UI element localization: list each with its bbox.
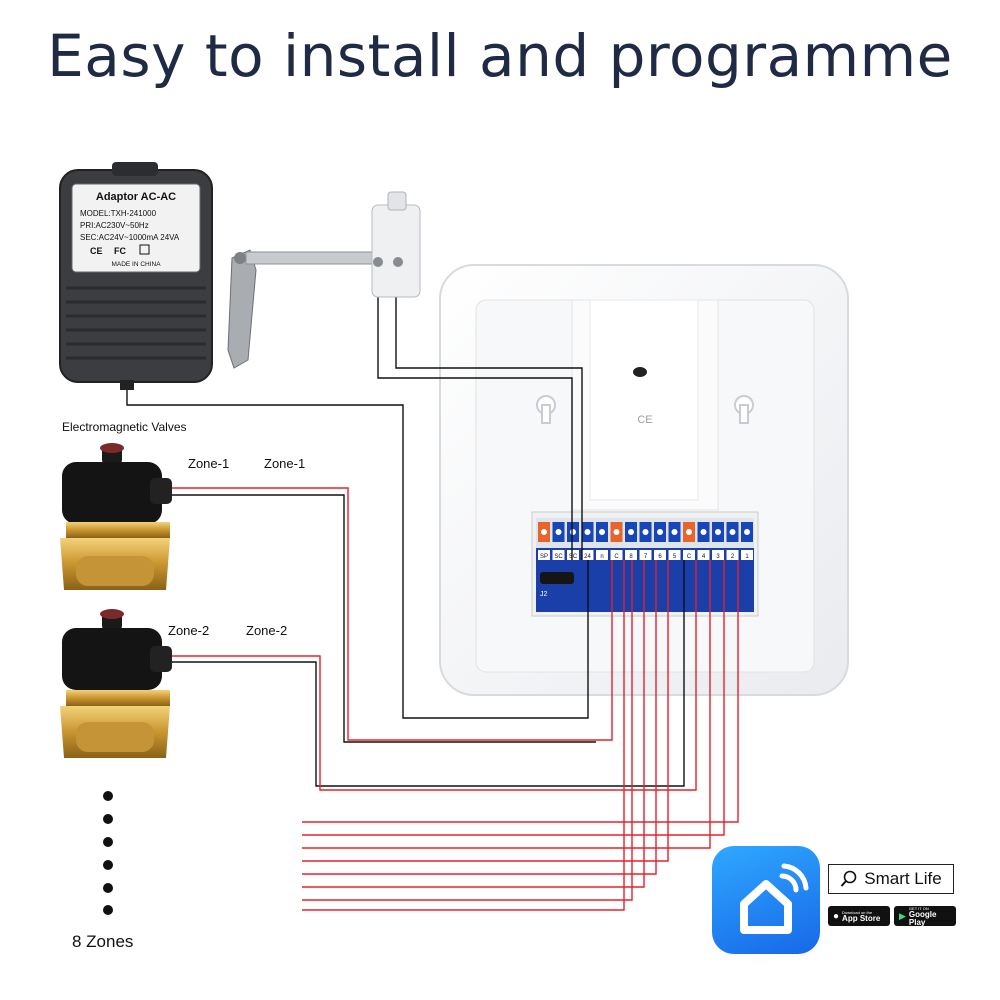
smart-life-app-icon[interactable] <box>712 846 820 954</box>
ce-mark-adaptor: CE <box>90 246 103 256</box>
terminal-screw-head <box>671 529 678 535</box>
red-wires <box>172 487 739 911</box>
terminal-label-bg <box>697 550 710 560</box>
fcc-mark-adaptor: FC <box>114 246 126 256</box>
terminal-label: SC <box>554 554 563 560</box>
terminal-label-bg <box>741 550 753 560</box>
terminal-screw-head <box>541 529 547 535</box>
mount-hole <box>633 367 647 377</box>
ac-adaptor: Adaptor AC-AC MODEL:TXH-241000 PRI:AC230… <box>59 162 213 390</box>
search-icon <box>841 870 857 887</box>
terminal-screw-head <box>729 529 736 535</box>
app-store-small-text: Download on the <box>842 909 873 915</box>
terminal-label-bg <box>610 550 623 560</box>
terminal-label: 1 <box>745 554 749 560</box>
app-store-big-text: App Store <box>842 913 881 923</box>
terminal-label: C <box>614 554 619 560</box>
adaptor-heading: Adaptor AC-AC <box>96 191 176 203</box>
terminal-label-bg <box>552 550 565 560</box>
solenoid-valve-1 <box>60 443 172 590</box>
zone1-label-wire: Zone-1 <box>264 456 306 471</box>
solenoid-valve-2 <box>60 609 172 758</box>
terminal-label-bg <box>538 550 550 560</box>
zone2-label-wire: Zone-2 <box>246 623 288 638</box>
terminal-label: 7 <box>644 554 648 560</box>
page-title: Easy to install and programme <box>47 22 953 90</box>
terminal-screw-head <box>613 529 620 535</box>
terminal-label: SC <box>569 554 578 560</box>
terminal-label: 24 <box>584 554 591 560</box>
terminal-label-bg <box>726 550 739 560</box>
controller-back-panel: CE SP SC SC 24 n C 8 7 6 5 C 4 3 2 1 J2 <box>439 264 849 696</box>
google-play-big-text: Google Play <box>908 909 937 927</box>
terminal-screw-head <box>555 529 562 535</box>
terminal-screw-head <box>628 529 634 535</box>
zones-count-label: 8 Zones <box>72 932 134 951</box>
terminal-screw-head <box>657 529 663 535</box>
terminal-label-bg <box>567 550 579 560</box>
terminal-label: 8 <box>629 554 633 560</box>
play-icon: ▶ <box>899 910 906 921</box>
terminal-screw-head <box>686 529 692 535</box>
zone2-label-valve: Zone-2 <box>168 623 210 638</box>
keyhole-slot-left <box>536 395 556 424</box>
terminal-label: n <box>600 554 603 560</box>
keyhole-slot-right <box>734 395 754 424</box>
ce-mark: CE <box>637 414 652 426</box>
continuation-dots <box>103 791 113 915</box>
terminal-screw-head <box>642 529 649 535</box>
smart-life-search-box[interactable]: Smart Life <box>828 864 954 894</box>
terminal-label-bg <box>639 550 652 560</box>
terminal-label-bg <box>712 550 724 560</box>
dc-jack <box>540 572 574 584</box>
google-play-badge[interactable]: ▶ GET IT ON Google Play <box>894 906 956 926</box>
terminal-screw-head <box>744 529 750 535</box>
black-wires <box>126 265 685 787</box>
adaptor-origin: MADE IN CHINA <box>111 261 161 268</box>
terminal-label-bg <box>581 550 594 560</box>
terminal-label: 2 <box>731 554 735 560</box>
jack-label: J2 <box>540 591 548 598</box>
rain-sensor <box>227 191 421 369</box>
adaptor-primary: PRI:AC230V~50Hz <box>80 221 149 230</box>
terminal-screw-head <box>584 529 591 535</box>
terminal-label: 6 <box>658 554 662 560</box>
terminal-labels: SP SC SC 24 n C 8 7 6 5 C 4 3 2 1 <box>538 550 753 560</box>
google-play-small-text: GET IT ON <box>908 905 929 911</box>
terminal-label: 5 <box>673 554 677 560</box>
zone1-label-valve: Zone-1 <box>188 456 230 471</box>
terminal-label: 3 <box>716 554 720 560</box>
terminal-label: SP <box>540 554 548 560</box>
terminal-label-bg <box>596 550 608 560</box>
terminal-screws <box>538 522 753 542</box>
terminal-screw-head <box>715 529 721 535</box>
terminal-label: 4 <box>702 554 706 560</box>
terminal-screw-head <box>599 529 605 535</box>
terminal-label-bg <box>625 550 637 560</box>
smart-life-name: Smart Life <box>864 869 942 888</box>
terminal-screw-head <box>700 529 707 535</box>
home-wifi-icon <box>740 863 809 934</box>
apple-icon: ● <box>833 910 840 922</box>
terminal-screw-head <box>570 529 576 535</box>
app-store-badge[interactable]: ● Download on the App Store <box>828 906 890 926</box>
terminal-label-bg <box>668 550 681 560</box>
adaptor-secondary: SEC:AC24V~1000mA 24VA <box>80 233 180 242</box>
adaptor-model: MODEL:TXH-241000 <box>80 209 157 218</box>
terminal-label-bg <box>683 550 695 560</box>
valves-heading: Electromagnetic Valves <box>62 420 187 434</box>
terminal-label-bg <box>654 550 666 560</box>
terminal-label: C <box>687 554 692 560</box>
